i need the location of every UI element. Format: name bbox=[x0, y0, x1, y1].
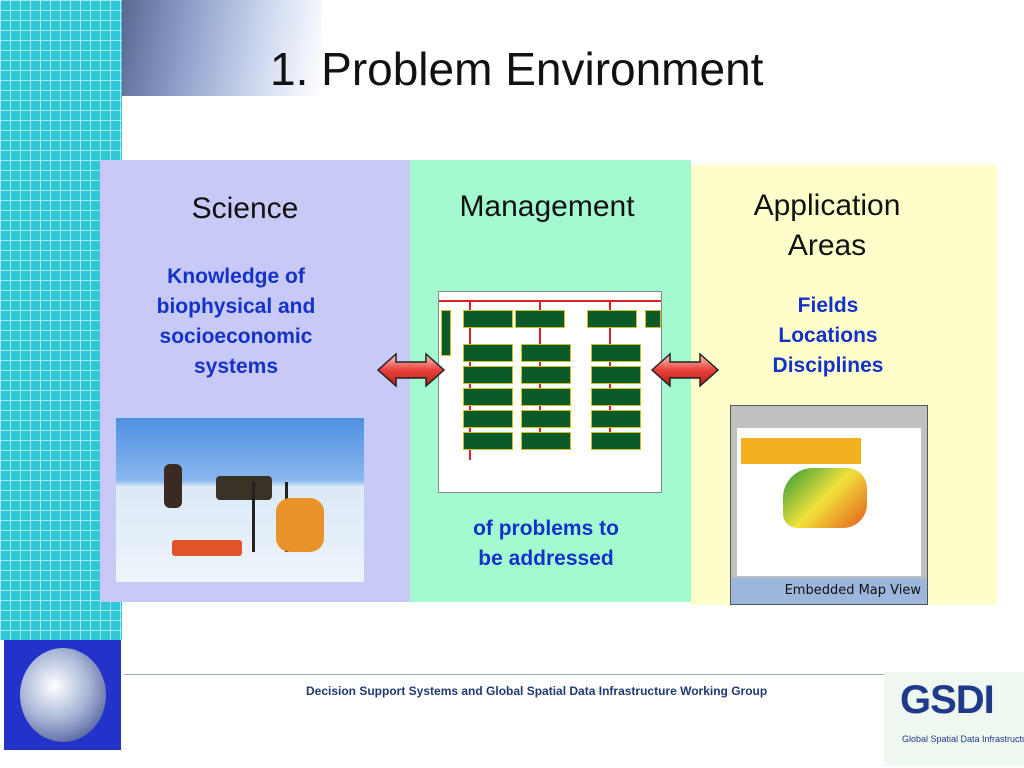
gsdi-logo: GSDI Global Spatial Data Infrastructure bbox=[884, 672, 1024, 766]
org-chart-box bbox=[521, 388, 571, 406]
org-chart-box bbox=[441, 310, 451, 356]
org-chart-box bbox=[463, 366, 513, 384]
org-chart-box bbox=[463, 310, 513, 328]
application-line: Locations bbox=[778, 324, 878, 347]
science-heading: Science bbox=[191, 192, 299, 225]
globe-logo bbox=[4, 640, 121, 750]
org-chart-box bbox=[521, 432, 571, 450]
org-chart-box bbox=[521, 410, 571, 428]
gsdi-logo-subtext: Global Spatial Data Infrastructure bbox=[902, 734, 1024, 744]
weather-banner bbox=[741, 438, 861, 464]
management-line: be addressed bbox=[478, 547, 614, 570]
org-chart-box bbox=[591, 388, 641, 406]
org-chart-image bbox=[438, 291, 662, 493]
science-line: socioeconomic bbox=[159, 325, 313, 348]
org-chart-box bbox=[591, 344, 641, 362]
application-line: Disciplines bbox=[772, 354, 884, 377]
org-chart-box bbox=[463, 344, 513, 362]
org-chart-box bbox=[587, 310, 637, 328]
org-chart-box bbox=[591, 366, 641, 384]
embedded-map-screenshot: Embedded Map View bbox=[730, 405, 928, 605]
management-heading: Management bbox=[459, 190, 635, 223]
science-line: biophysical and bbox=[156, 295, 316, 318]
org-chart-box bbox=[463, 432, 513, 450]
double-arrow-icon bbox=[650, 352, 720, 388]
map-caption: Embedded Map View bbox=[731, 578, 927, 604]
org-chart-box bbox=[645, 310, 661, 328]
science-line: Knowledge of bbox=[167, 265, 305, 288]
orange-sled bbox=[172, 540, 242, 556]
org-chart-box bbox=[463, 410, 513, 428]
management-description: of problems to be addressed bbox=[420, 514, 672, 574]
application-heading-line: Areas bbox=[787, 229, 867, 262]
org-chart-connector bbox=[439, 300, 661, 302]
double-arrow-icon bbox=[376, 352, 446, 388]
header-photo bbox=[122, 0, 322, 96]
management-line: of problems to bbox=[473, 517, 619, 540]
application-heading: Application Areas bbox=[720, 186, 934, 266]
field-research-photo bbox=[116, 418, 364, 582]
science-description: Knowledge of biophysical and socioeconom… bbox=[120, 262, 352, 382]
org-chart-box bbox=[463, 388, 513, 406]
science-line: systems bbox=[193, 355, 279, 378]
org-chart-box bbox=[515, 310, 565, 328]
application-heading-line: Application bbox=[753, 189, 901, 222]
weather-map bbox=[783, 468, 867, 528]
footer-divider bbox=[124, 674, 884, 675]
snow-vehicle bbox=[216, 476, 272, 500]
person-standing bbox=[164, 464, 182, 508]
globe-icon bbox=[20, 648, 106, 742]
gsdi-logo-text: GSDI bbox=[900, 678, 995, 722]
org-chart-box bbox=[591, 410, 641, 428]
org-chart-box bbox=[591, 432, 641, 450]
org-chart-box bbox=[521, 344, 571, 362]
application-description: Fields Locations Disciplines bbox=[740, 291, 916, 381]
org-chart-box bbox=[521, 366, 571, 384]
slide-title: 1. Problem Environment bbox=[270, 43, 764, 95]
application-line: Fields bbox=[797, 294, 859, 317]
footer-text: Decision Support Systems and Global Spat… bbox=[306, 684, 768, 698]
person-kneeling bbox=[276, 498, 324, 552]
